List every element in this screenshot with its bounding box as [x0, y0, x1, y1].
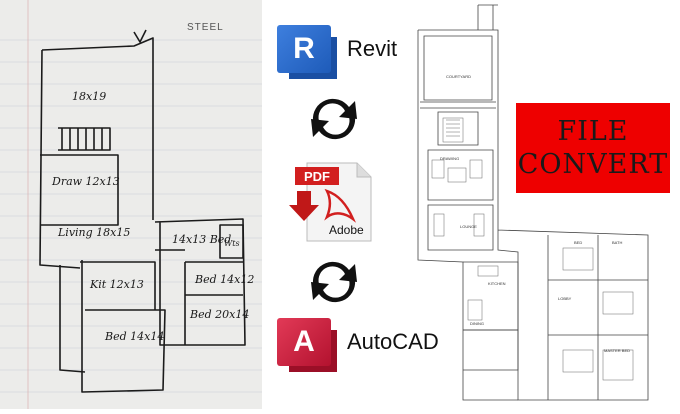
- sketch-label-drawing: Draw 12x13: [51, 175, 120, 188]
- plan-label-dining: DINING: [470, 321, 484, 326]
- plan-label-courtyard: COURTYARD: [446, 74, 471, 79]
- sketch-label-wash: Wts: [224, 239, 240, 248]
- plan-label-lobby: LOBBY: [558, 296, 572, 301]
- sketch-drawing: 18x19 Draw 12x13 Living 18x15 14x13 Bed …: [0, 0, 262, 409]
- autocad-row: A AutoCAD: [277, 318, 439, 372]
- autocad-icon: A: [277, 318, 337, 372]
- revit-row: R Revit: [277, 25, 398, 79]
- convert-arrows-icon-2: [311, 261, 357, 303]
- sketch-label-living: Living 18x15: [57, 226, 130, 239]
- revit-icon: R: [277, 25, 337, 79]
- revit-label: Revit: [347, 36, 398, 61]
- autocad-label: AutoCAD: [347, 329, 439, 354]
- autocad-letter: A: [293, 325, 315, 358]
- plan-label-bed: BED: [574, 240, 582, 245]
- sketch-label-bed-2: Bed 14x12: [194, 273, 254, 286]
- adobe-label: Adobe: [329, 223, 364, 237]
- convert-arrows-icon: [311, 98, 357, 140]
- sketch-label-bed-4: Bed 14x14: [104, 330, 164, 343]
- revit-letter: R: [293, 32, 315, 65]
- sketch-label-kitchen: Kit 12x13: [89, 278, 144, 291]
- file-convert-banner: FILE CONVERT: [516, 103, 670, 193]
- pdf-file-icon: PDF Adobe: [287, 161, 375, 243]
- plan-label-master-bed: MASTER BED: [604, 348, 630, 353]
- cad-plan-drawing: COURTYARD DRAWING LOUNGE KITCHEN LOBBY B…: [417, 4, 649, 401]
- pdf-badge: PDF: [295, 167, 339, 185]
- sketch-header-text: STEEL: [187, 22, 224, 33]
- cad-floor-plan: COURTYARD DRAWING LOUNGE KITCHEN LOBBY B…: [398, 0, 680, 409]
- banner-line-1: FILE: [557, 116, 629, 147]
- plan-label-kitchen: KITCHEN: [488, 281, 506, 286]
- banner-line-2: CONVERT: [517, 149, 669, 180]
- plan-label-bath: BATH: [612, 240, 622, 245]
- plan-label-lounge: LOUNGE: [460, 224, 477, 229]
- sketch-label-bed-1: 14x13 Bed: [172, 233, 231, 246]
- sketch-label-top-room: 18x19: [72, 90, 106, 103]
- sketch-label-bed-3: Bed 20x14: [189, 308, 249, 321]
- plan-label-drawing: DRAWING: [440, 156, 459, 161]
- hand-sketch-photo: 18x19 Draw 12x13 Living 18x15 14x13 Bed …: [0, 0, 262, 409]
